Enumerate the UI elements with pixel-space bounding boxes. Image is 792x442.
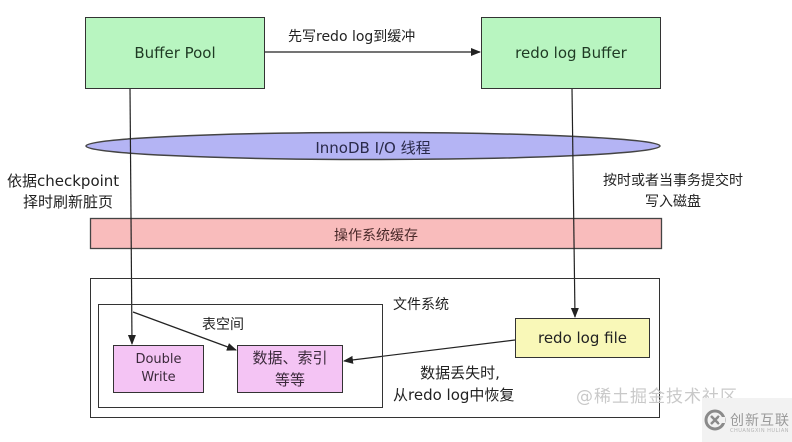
redo-log-buffer-box: redo log Buffer bbox=[481, 17, 661, 89]
tablespace-frame bbox=[98, 304, 383, 408]
redo-log-file-label: redo log file bbox=[537, 329, 627, 347]
recover-label-line2: 从redo log中恢复 bbox=[393, 386, 515, 404]
double-write-label-line2: Write bbox=[141, 370, 176, 385]
juejin-watermark: @稀土掘金技术社区 bbox=[576, 387, 738, 407]
arrow-doublewrite-to-data bbox=[132, 311, 237, 351]
io-thread-label: InnoDB I/O 线程 bbox=[315, 139, 431, 157]
logo-icon bbox=[704, 409, 726, 431]
buffer-pool-label: Buffer Pool bbox=[134, 44, 216, 62]
recover-label-line1: 数据丢失时, bbox=[420, 364, 500, 382]
logo-text: 创新互联 bbox=[730, 413, 790, 429]
buffer-pool-box: Buffer Pool bbox=[85, 17, 265, 89]
double-write-box: Double Write bbox=[113, 345, 204, 393]
commit-label-line2: 写入磁盘 bbox=[645, 194, 701, 210]
os-cache-label: 操作系统缓存 bbox=[334, 228, 418, 244]
tablespace-label: 表空间 bbox=[202, 317, 244, 333]
commit-label-line1: 按时或者当事务提交时 bbox=[603, 173, 743, 189]
data-index-label-line1: 数据、索引 bbox=[252, 349, 328, 367]
checkpoint-label-line1: 依据checkpoint bbox=[7, 172, 120, 190]
logo-subtext: CHUANGXIN HULIAN bbox=[730, 428, 790, 434]
chuangxin-logo: 创新互联 bbox=[702, 398, 792, 442]
write-redo-first-label: 先写redo log到缓冲 bbox=[288, 29, 416, 45]
io-thread-ellipse bbox=[85, 131, 661, 161]
os-cache-bar bbox=[89, 217, 663, 250]
file-system-label: 文件系统 bbox=[393, 297, 449, 313]
arrow-redofile-to-data bbox=[343, 339, 516, 364]
checkpoint-label-line2: 择时刷新脏页 bbox=[22, 193, 113, 211]
double-write-label-line1: Double bbox=[135, 352, 182, 367]
data-index-box: 数据、索引 等等 bbox=[237, 345, 343, 393]
arrow-bufferpool-to-doublewrite bbox=[127, 87, 136, 345]
file-system-frame bbox=[90, 278, 660, 418]
redo-log-buffer-label: redo log Buffer bbox=[515, 44, 627, 62]
redo-log-file-box: redo log file bbox=[515, 318, 650, 358]
data-index-label-line2: 等等 bbox=[274, 371, 305, 389]
